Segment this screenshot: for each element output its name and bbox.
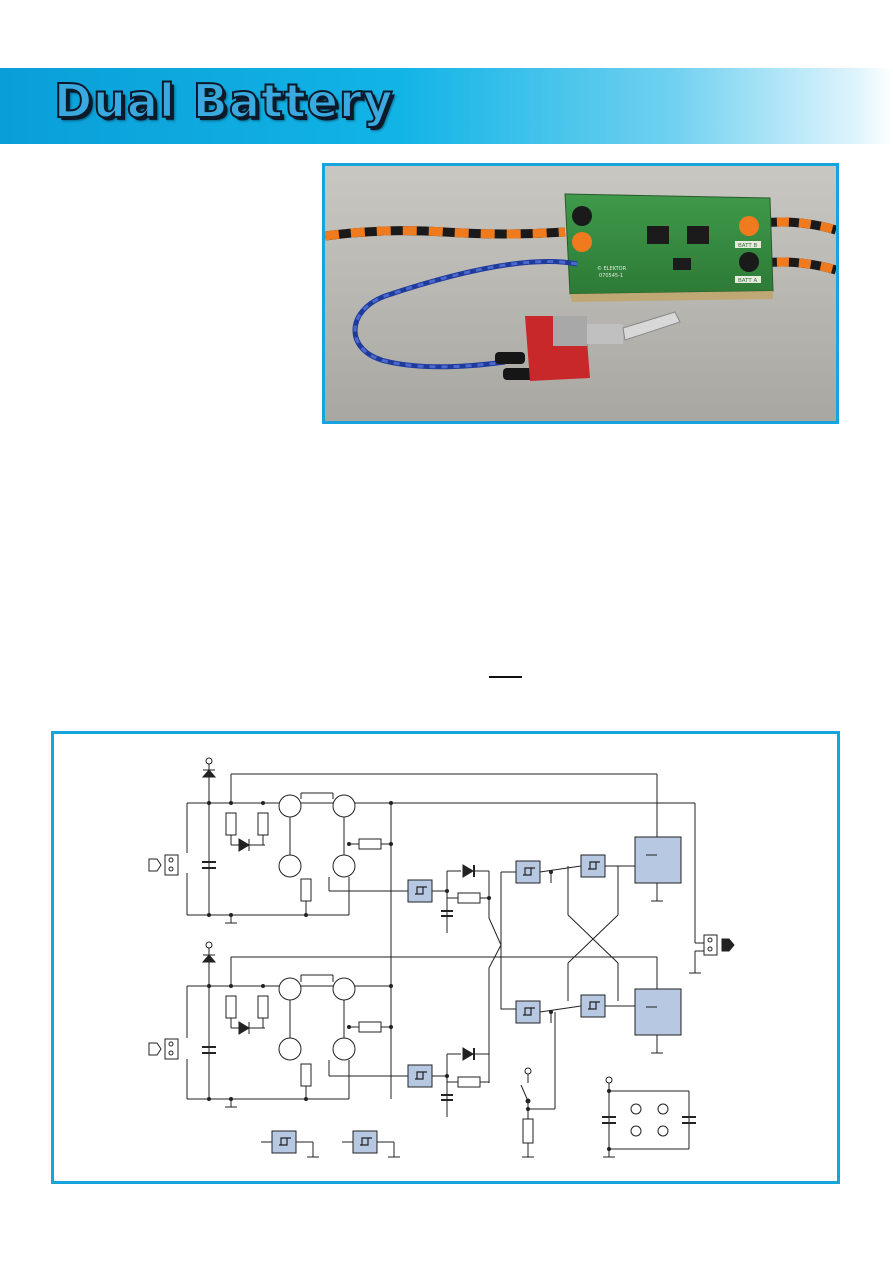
blue-switch-wire bbox=[352, 259, 578, 370]
schmitt-trigger-glyphs bbox=[279, 861, 600, 1146]
pcb-label-batt-b: BATT B bbox=[738, 243, 757, 249]
title-banner: Dual Battery bbox=[0, 68, 893, 144]
junction-dots bbox=[207, 801, 611, 1151]
left-cable bbox=[325, 226, 566, 241]
heatshrink-sleeve bbox=[503, 368, 535, 380]
toggle-switch bbox=[525, 311, 681, 381]
fraction-bar bbox=[489, 676, 522, 678]
pcb-code-label: 070545-1 bbox=[599, 273, 623, 279]
schematic-drawing bbox=[148, 757, 735, 1158]
pcb-maker-label: © ELEKTOR bbox=[597, 265, 627, 272]
pcb-label-batt-a: BATT A bbox=[738, 278, 757, 284]
page-title: Dual Battery bbox=[53, 73, 394, 129]
circuit-schematic bbox=[51, 731, 840, 1184]
channel-a-circuit bbox=[148, 757, 735, 1099]
pcb-board: BATT B BATT A © ELEKTOR 070545-1 bbox=[564, 193, 774, 302]
pcb-photo-illustration: BATT B BATT A © ELEKTOR 070545-1 bbox=[325, 166, 836, 421]
channel-b-circuit bbox=[148, 941, 696, 1158]
product-photo: BATT B BATT A © ELEKTOR 070545-1 bbox=[322, 163, 839, 424]
heatshrink-sleeve bbox=[495, 352, 525, 364]
